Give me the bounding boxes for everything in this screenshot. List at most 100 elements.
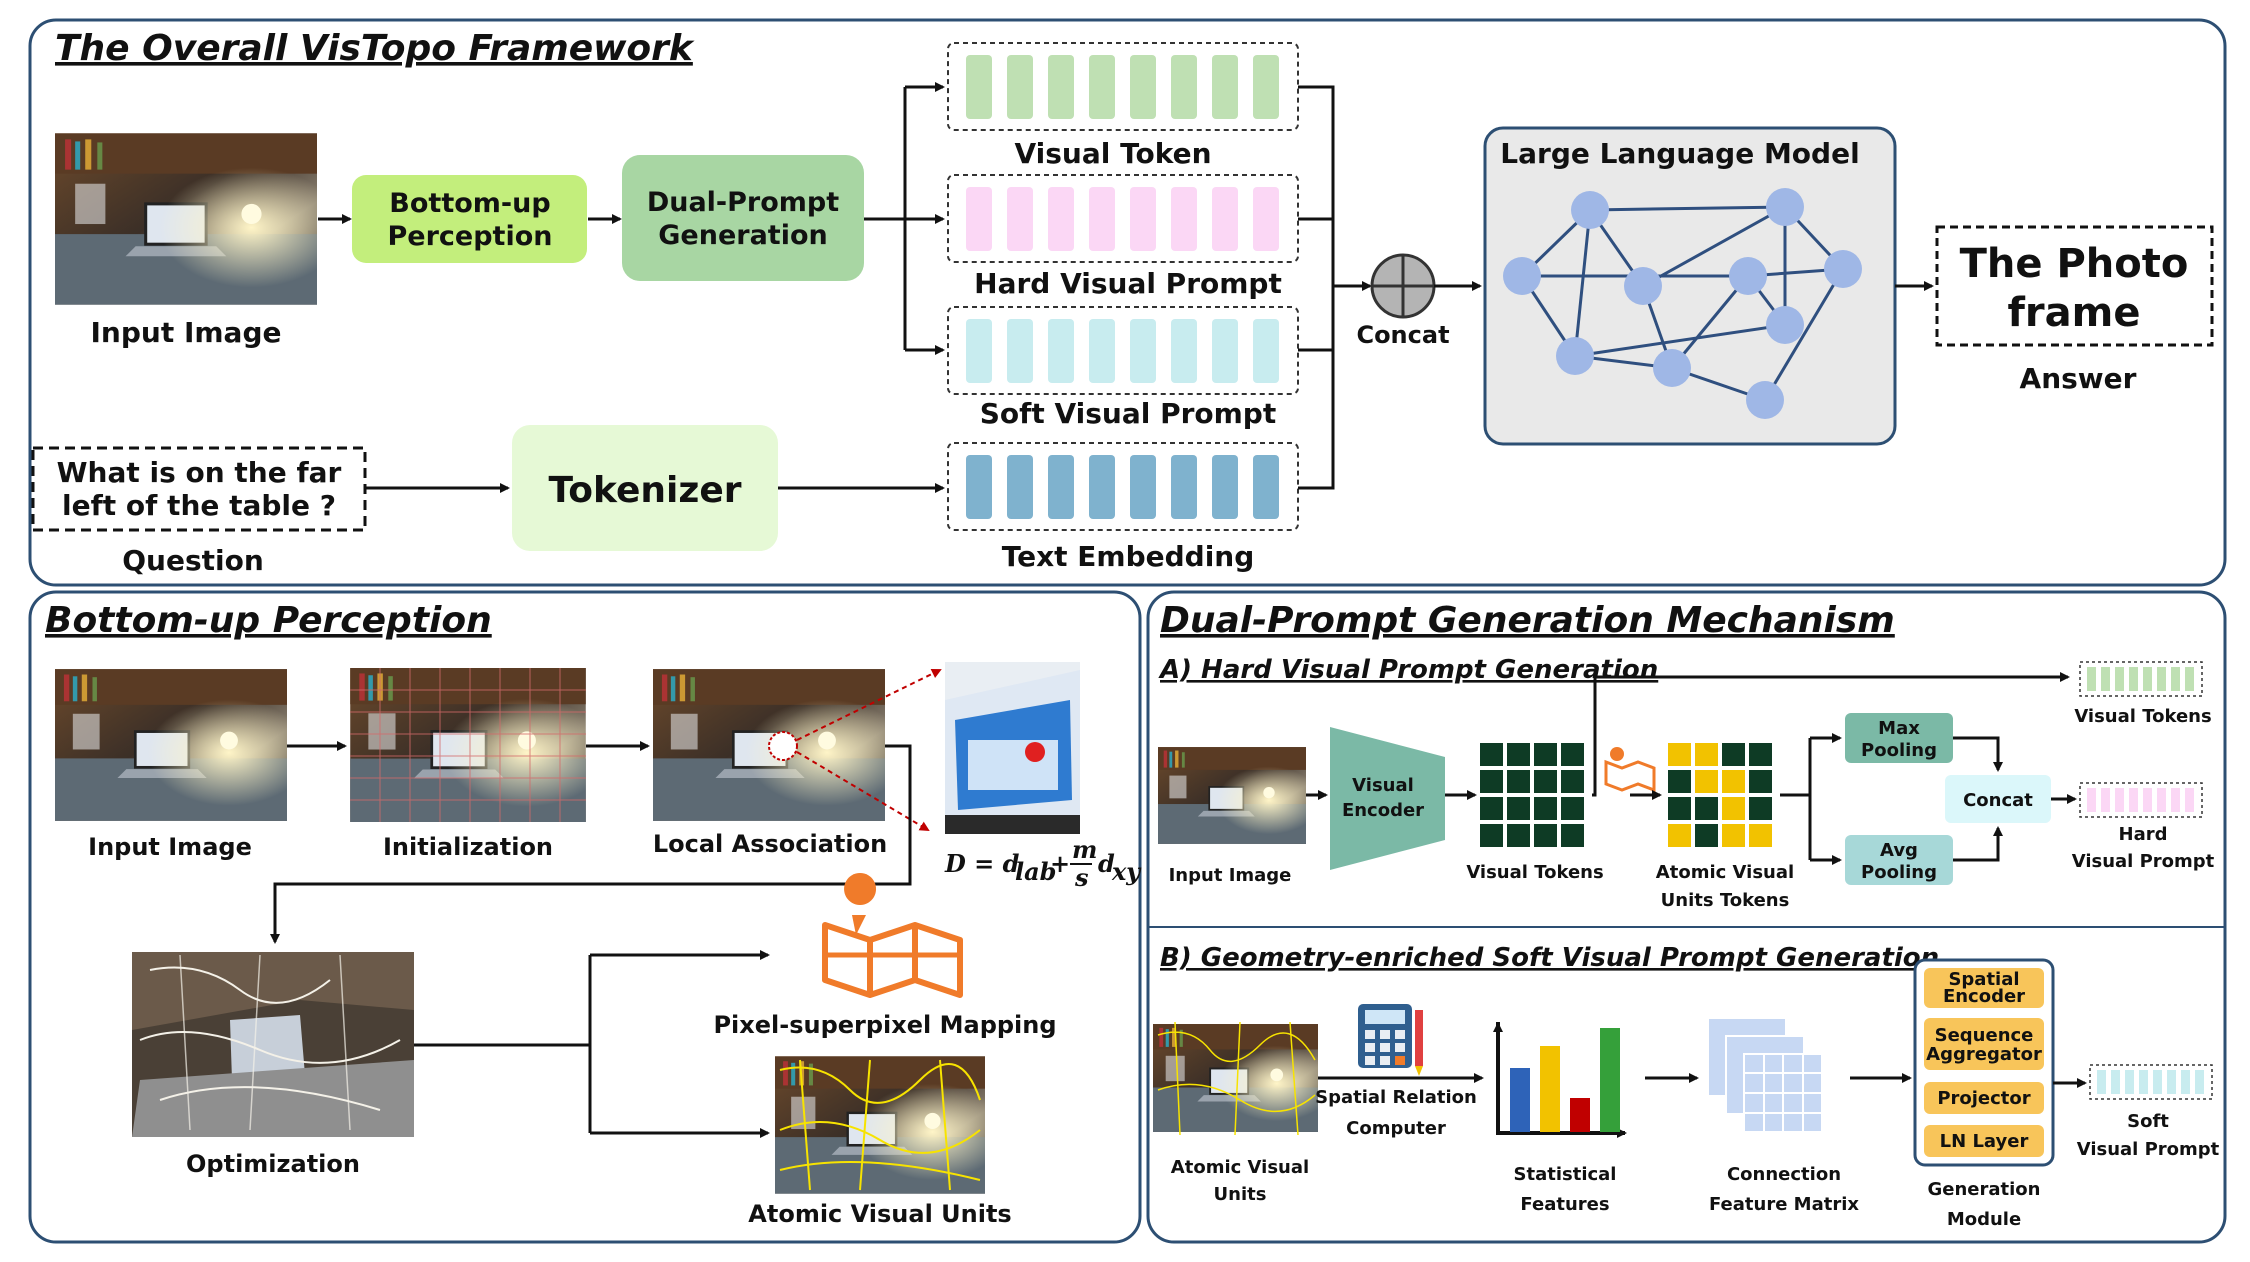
svg-text:D = d: D = d xyxy=(944,849,1020,878)
llm-title: Large Language Model xyxy=(1500,137,1859,170)
dual-prompt-box-line2: Generation xyxy=(658,220,827,251)
out-soft-prompt-line2: Visual Prompt xyxy=(2077,1139,2220,1160)
bottom-left-panel xyxy=(28,590,1142,1244)
svg-text:xy: xy xyxy=(1111,857,1142,886)
gen-projector-label: Projector xyxy=(1937,1088,2030,1109)
formula: D = d lab + m s d xy xyxy=(944,835,1142,892)
statistical-line2: Features xyxy=(1520,1194,1609,1215)
connector-max-to-concat xyxy=(1953,736,2003,772)
gen-spatial-encoder xyxy=(1924,968,2044,1008)
bottom-up-box xyxy=(352,175,587,263)
question-box xyxy=(31,446,367,532)
connector-local-to-opt xyxy=(270,744,912,944)
out-visual-tokens-row xyxy=(2079,661,2203,697)
zoom-image xyxy=(945,662,1080,834)
br-atomic-units-image xyxy=(1153,1021,1318,1136)
answer-label: Answer xyxy=(2020,362,2137,395)
atomic-tokens-line2: Units Tokens xyxy=(1661,890,1790,911)
max-pooling-line2: Pooling xyxy=(1861,740,1937,761)
out-hard-prompt-row xyxy=(2079,782,2203,818)
out-soft-prompt-line1: Soft xyxy=(2127,1111,2169,1132)
bottom-up-box-line2: Perception xyxy=(388,221,553,252)
gen-spatial-encoder-line1: Spatial xyxy=(1948,969,2019,990)
br-atomic-units-line2: Units xyxy=(1214,1184,1267,1205)
top-title: The Overall VisTopo Framework xyxy=(55,28,695,69)
question-line1: What is on the far xyxy=(57,456,342,489)
top-input-image xyxy=(55,133,317,305)
avg-pooling-line2: Pooling xyxy=(1861,862,1937,883)
bl-atomic-units-label: Atomic Visual Units xyxy=(748,1200,1011,1228)
hard-prompt-label: Hard Visual Prompt xyxy=(974,267,1282,300)
text-embedding-row xyxy=(947,442,1299,531)
avg-pooling-line1: Avg xyxy=(1880,840,1918,861)
answer-line2: frame xyxy=(2008,290,2141,336)
svg-text:s: s xyxy=(1074,863,1089,892)
svg-text:lab: lab xyxy=(1015,857,1056,886)
optimization-image xyxy=(132,952,414,1137)
bar-chart-icon xyxy=(1493,1022,1627,1138)
connector-dual-branches xyxy=(864,87,907,350)
connector-opt-branch xyxy=(414,955,592,1133)
max-pooling-line1: Max xyxy=(1878,718,1920,739)
local-association-label: Local Association xyxy=(653,830,887,858)
visual-token-row xyxy=(947,42,1299,131)
bottom-left-title: Bottom-up Perception xyxy=(45,600,492,641)
answer-box xyxy=(1935,225,2214,347)
avg-pooling-box xyxy=(1845,835,1953,885)
top-panel xyxy=(28,18,2227,587)
svg-text:d: d xyxy=(1098,849,1115,878)
spatial-relation-line2: Computer xyxy=(1346,1118,1446,1139)
connector-merge xyxy=(1298,85,1335,490)
bl-input-image-label: Input Image xyxy=(88,833,252,861)
out-soft-prompt-row xyxy=(2089,1064,2213,1100)
map-icon xyxy=(822,873,963,998)
optimization-label: Optimization xyxy=(186,1150,360,1178)
soft-prompt-row xyxy=(947,306,1299,395)
gen-ln-layer-label: LN Layer xyxy=(1940,1131,2029,1152)
bl-initialization-image xyxy=(350,668,586,822)
top-input-image-label: Input Image xyxy=(91,316,282,349)
svg-text:m: m xyxy=(1072,835,1097,864)
generation-line2: Module xyxy=(1947,1209,2021,1230)
zoom-line-bottom xyxy=(796,751,930,832)
out-hard-prompt-line1: Hard xyxy=(2119,824,2168,845)
statistical-line1: Statistical xyxy=(1514,1164,1617,1185)
answer-line1: The Photo xyxy=(1960,241,2189,287)
max-pooling-box xyxy=(1845,713,1953,763)
concat-circle xyxy=(1370,253,1436,319)
section-a-title: A) Hard Visual Prompt Generation xyxy=(1158,655,1658,685)
gen-ln-layer xyxy=(1924,1125,2044,1157)
initialization-label: Initialization xyxy=(383,833,553,861)
small-map-icon xyxy=(1604,747,1656,793)
connection-matrix-icon xyxy=(1707,1017,1823,1133)
dual-prompt-box xyxy=(622,155,864,281)
connector-tokens-to-output xyxy=(1592,672,2070,797)
concat-label: Concat xyxy=(1356,321,1449,349)
bottom-right-title: Dual-Prompt Generation Mechanism xyxy=(1160,600,1895,641)
out-hard-prompt-line2: Visual Prompt xyxy=(2072,851,2215,872)
br-input-image xyxy=(1158,747,1306,844)
llm-nodes xyxy=(1503,188,1862,419)
br-concat-box xyxy=(1945,775,2051,823)
tokenizer-label: Tokenizer xyxy=(549,470,742,511)
bl-local-association-image xyxy=(653,668,885,822)
atomic-units-image xyxy=(775,1055,985,1195)
hard-prompt-row xyxy=(947,174,1299,263)
dual-prompt-box-line1: Dual-Prompt xyxy=(647,187,839,218)
br-input-image-label: Input Image xyxy=(1169,865,1292,886)
gen-sequence-aggregator-line2: Aggregator xyxy=(1926,1044,2042,1065)
gen-sequence-aggregator xyxy=(1924,1018,2044,1070)
section-b-title: B) Geometry-enriched Soft Visual Prompt … xyxy=(1160,943,1939,973)
visual-encoder xyxy=(1330,727,1445,870)
bottom-right-panel xyxy=(1146,590,2227,1244)
text-embedding-label: Text Embedding xyxy=(1002,540,1255,573)
connector-to-pooling xyxy=(1780,738,1812,860)
br-atomic-units-line1: Atomic Visual xyxy=(1171,1157,1309,1178)
connection-line2: Feature Matrix xyxy=(1709,1194,1859,1215)
generation-line1: Generation xyxy=(1928,1179,2041,1200)
br-visual-tokens-label: Visual Tokens xyxy=(1466,862,1603,883)
gen-sequence-aggregator-line1: Sequence xyxy=(1935,1025,2034,1046)
spatial-relation-line1: Spatial Relation xyxy=(1315,1087,1477,1108)
atomic-tokens-grid xyxy=(1668,743,1772,847)
